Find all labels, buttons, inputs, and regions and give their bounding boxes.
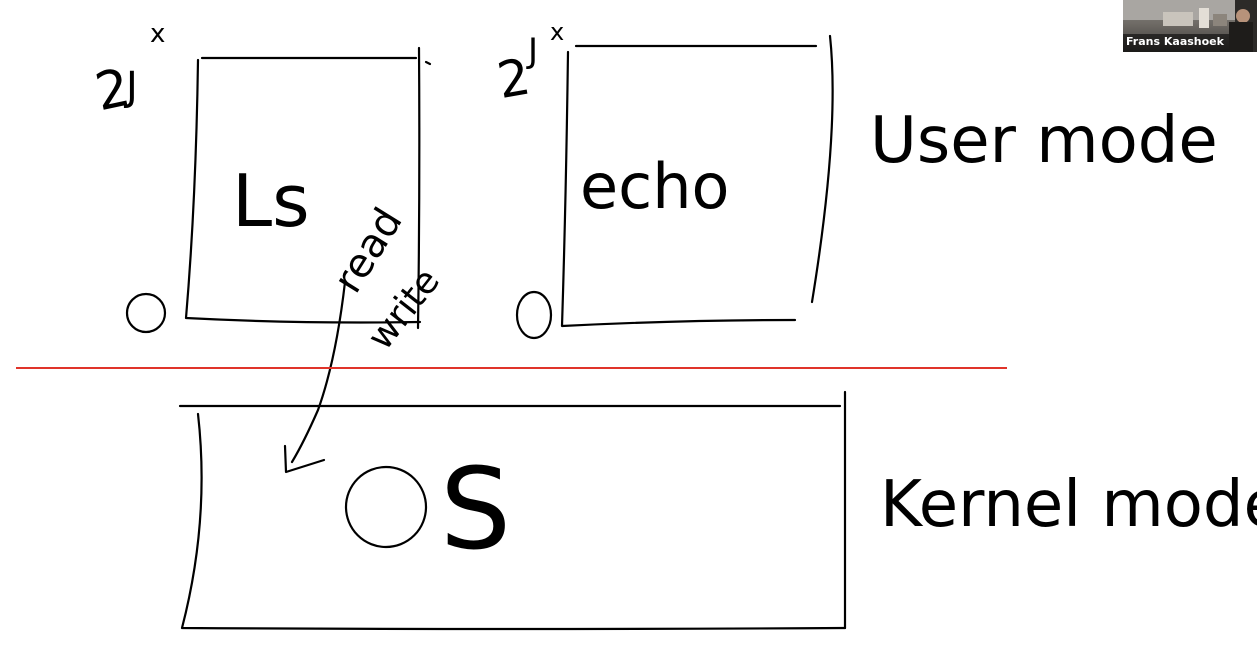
participant-name-label: Frans Kaashoek [1123,34,1229,52]
kernel-name: OS [0,0,2,1]
ls-top-address-glyph: J [123,64,138,110]
kernel-mode-label: Kernel mode [880,468,1257,542]
syscall-arrow-shaft [290,280,347,464]
participant-video-tile[interactable]: Frans Kaashoek [1123,0,1257,52]
ls-process-box [184,46,432,330]
syscall-arrow-head [283,444,326,474]
echo-bottom-address-zero [515,290,553,340]
user-mode-label: User mode [870,104,1218,178]
echo-process-label: echo [580,150,729,223]
os-label-s: S [440,445,511,575]
echo-top-exponent: x [550,18,564,46]
ls-bottom-address-zero [125,292,167,334]
ls-process-label: Ls [232,159,310,243]
os-label-o [344,465,428,549]
participant-video-feed [1123,0,1257,52]
echo-top-address-glyph: J [526,31,538,71]
echo-process-box [560,34,834,328]
kernel-box [178,390,847,631]
ls-top-exponent: x [150,19,165,49]
